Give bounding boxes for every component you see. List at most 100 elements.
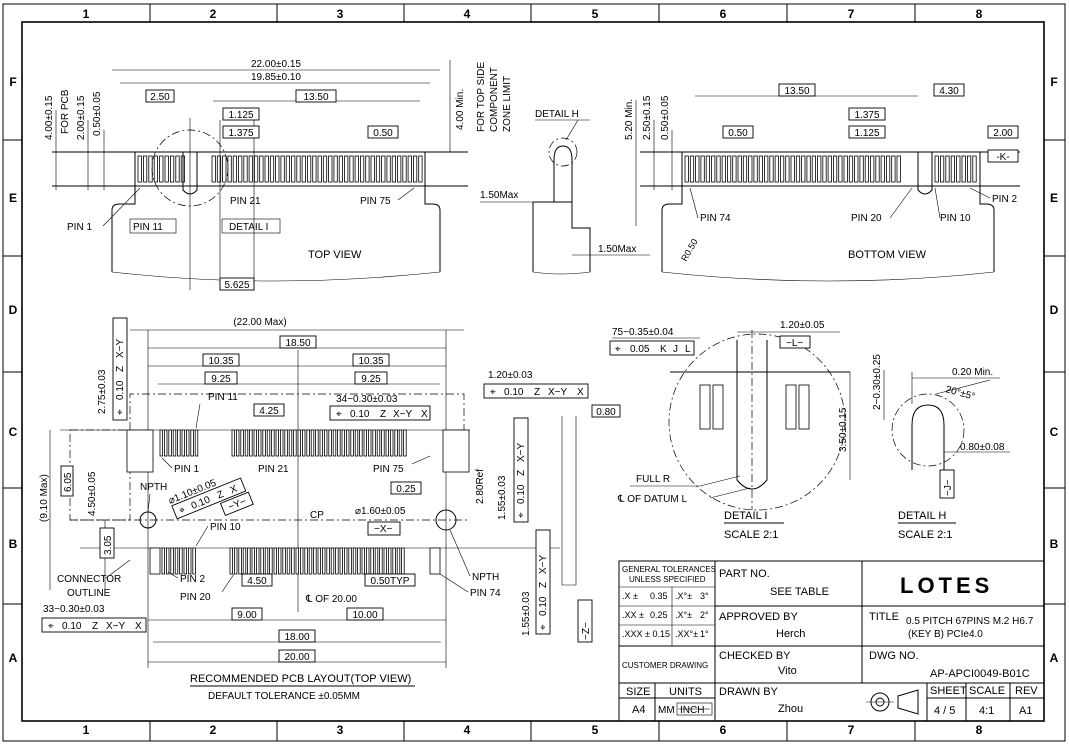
title-label: TITLE <box>869 611 899 623</box>
pin <box>185 429 190 457</box>
pin <box>259 155 264 183</box>
dim-0-50: 0.50 <box>373 128 393 139</box>
row-label: B <box>1050 537 1059 551</box>
row-label: D <box>1050 303 1059 317</box>
pin <box>211 155 216 183</box>
fcf-34-sym: ⌖ <box>336 409 342 420</box>
npth-left: NPTH <box>140 482 167 493</box>
pin <box>301 429 306 457</box>
detail-h-callout: DETAIL H <box>535 109 579 120</box>
pin <box>322 155 328 183</box>
cl-of-20: ℄ OF 20.00 <box>305 594 357 605</box>
col-label: 8 <box>976 723 983 737</box>
datum-k: -K- <box>996 152 1009 163</box>
fcf-120-sym: ⌖ <box>490 387 496 398</box>
pin <box>280 155 285 183</box>
col-label: 2 <box>210 723 217 737</box>
row-label: D <box>9 303 18 317</box>
col-label: 3 <box>337 723 344 737</box>
fcf-155a-z: Z <box>516 470 527 476</box>
pin <box>385 429 389 457</box>
pin <box>363 429 367 457</box>
dim-0-80: 0.80 <box>596 407 616 418</box>
checked-value: Vito <box>778 665 797 677</box>
pin <box>249 429 253 457</box>
tol-x: .X ± <box>622 591 638 601</box>
pin <box>716 155 721 183</box>
pin <box>323 429 328 457</box>
size-label: SIZE <box>626 686 650 698</box>
zone-text-3: ZONE LIMIT <box>502 76 513 132</box>
detail-i: 75−0.35±0.04 ⌖ 0.05 K J L 1.20±0.05 −L− … <box>609 320 851 541</box>
pin <box>227 155 232 183</box>
pcb-pin-1-label: PIN 1 <box>174 464 199 475</box>
pin <box>315 429 319 457</box>
dim-1-375-bot: 1.375 <box>854 110 879 121</box>
fcf-75-j: J <box>673 344 678 355</box>
pin <box>279 429 284 457</box>
pin <box>328 155 333 183</box>
dim-4-00: 4.00±0.15 <box>44 95 55 140</box>
dim-10-00: 10.00 <box>352 610 377 621</box>
pcb-pin-74-label: PIN 74 <box>470 588 501 599</box>
dim-22-00: 22.00±0.15 <box>251 59 301 70</box>
pcb-pin-2-label: PIN 2 <box>180 574 205 585</box>
zone-text-2: COMPONENT <box>489 67 500 132</box>
pin <box>956 155 961 183</box>
dim-22-max: (22.00 Max) <box>233 317 286 328</box>
col-label: 6 <box>720 7 727 21</box>
fcf-33-sym: ⌖ <box>48 621 54 632</box>
row-label: B <box>9 537 18 551</box>
tol-xxx: .XXX ± 0.15 <box>622 629 670 639</box>
row-label: A <box>1050 651 1059 665</box>
pin <box>854 155 859 183</box>
pin <box>967 155 972 183</box>
row-label: A <box>9 651 18 665</box>
pin <box>392 547 396 575</box>
dim-9-25-a: 9.25 <box>211 374 231 385</box>
datum-l: −L− <box>786 338 803 349</box>
datum-j: −J− <box>943 479 954 496</box>
pin <box>161 547 165 575</box>
pin <box>335 547 339 575</box>
size-value: A4 <box>632 704 645 716</box>
pin <box>248 155 253 183</box>
dim-9-10-max: (9.10 Max) <box>39 474 50 522</box>
dim-4-25: 4.25 <box>259 406 279 417</box>
pin <box>374 547 379 575</box>
pcb-pin-10-label: PIN 10 <box>210 522 241 533</box>
pin <box>864 155 870 183</box>
col-label: 7 <box>848 7 855 21</box>
pin <box>296 155 301 183</box>
fcf-155b-val: 0.10 <box>538 596 549 616</box>
dim-2-75: 2.75±0.03 <box>97 369 108 414</box>
units-mm: MM <box>658 705 675 716</box>
row-label: C <box>9 425 18 439</box>
pin <box>285 155 291 183</box>
dim-2-50: 2.50 <box>150 92 170 103</box>
pin <box>950 155 956 183</box>
pin <box>306 429 310 457</box>
pin <box>229 547 233 575</box>
pin <box>934 155 939 183</box>
pcb-default-tolerance: DEFAULT TOLERANCE ±0.05MM <box>208 691 360 702</box>
dim-1-50-max-b: 1.50Max <box>598 244 636 255</box>
dim-9-25-b: 9.25 <box>361 374 381 385</box>
drawn-label: DRAWN BY <box>719 686 779 698</box>
pin <box>137 155 142 183</box>
pin <box>264 155 269 183</box>
tol-xxxa-val: 1° <box>700 629 709 639</box>
pin <box>243 155 248 183</box>
pin <box>348 547 352 575</box>
pin <box>859 155 864 183</box>
pin <box>255 547 260 575</box>
fcf-120-z: Z <box>534 387 540 398</box>
pin <box>785 155 790 183</box>
pin <box>240 429 244 457</box>
top-pin-75-label: PIN 75 <box>360 196 391 207</box>
pin <box>262 429 266 457</box>
pin <box>233 547 238 575</box>
sheet-label: SHEET <box>930 685 967 697</box>
pin <box>271 429 275 457</box>
pin <box>253 429 257 457</box>
